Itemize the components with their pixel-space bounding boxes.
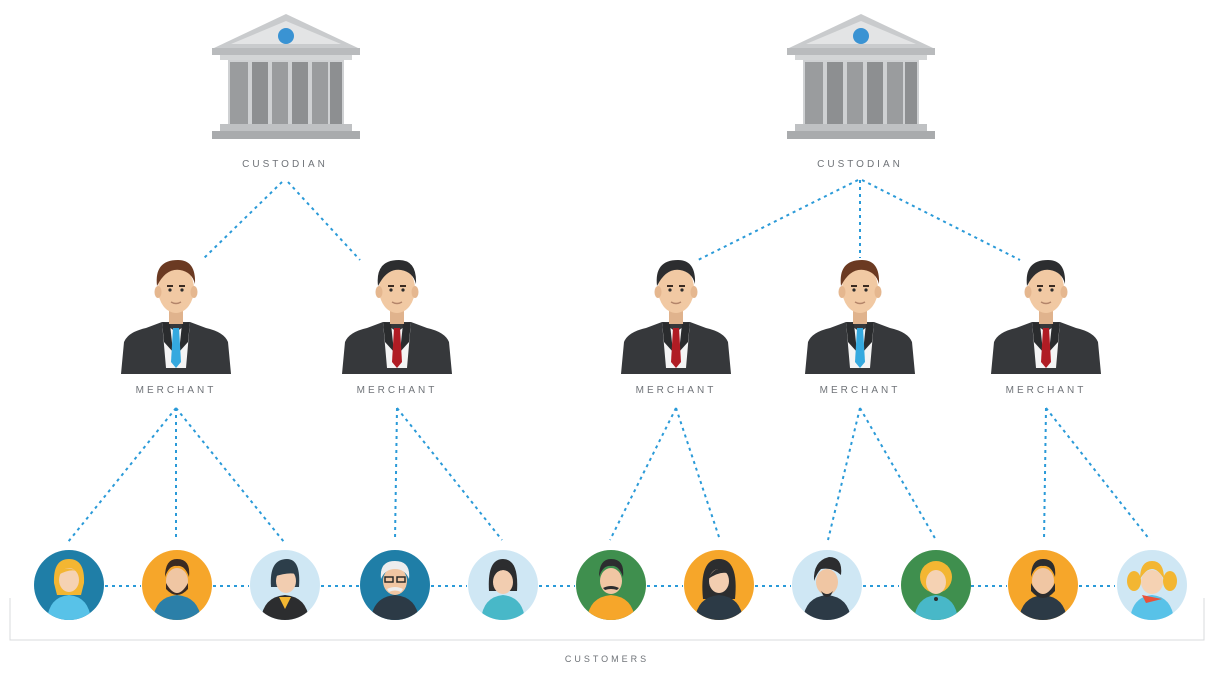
merchant-label-2: MERCHANT (356, 385, 438, 396)
customer-avatar-9 (901, 550, 971, 620)
connector-custodian2-merchant5 (861, 179, 1021, 261)
merchant-avatar-2 (341, 260, 453, 375)
connector-m1-c1 (67, 407, 177, 543)
connector-m3-c7 (675, 407, 721, 541)
merchant-label-4: MERCHANT (819, 385, 901, 396)
connector-m2-c5 (396, 407, 503, 541)
connector-m5-c11 (1045, 407, 1151, 541)
customer-avatar-6 (576, 550, 646, 620)
connector-custodian1-merchant1 (201, 181, 283, 261)
customer-avatar-8 (792, 550, 862, 620)
merchant-label-3: MERCHANT (635, 385, 717, 396)
bank-icon-right (787, 14, 935, 139)
merchant-label-1: MERCHANT (135, 385, 217, 396)
customer-avatar-10 (1008, 550, 1078, 620)
customer-avatar-11 (1117, 550, 1187, 620)
connector-custodian2-merchant3 (697, 179, 859, 261)
custodian-label-right: CUSTODIAN (817, 159, 903, 170)
merchant-avatar-1 (120, 260, 232, 375)
customers-label: CUSTOMERS (564, 654, 650, 664)
merchant-avatar-3 (620, 260, 732, 375)
custodian-label-left: CUSTODIAN (242, 159, 328, 170)
customers-bracket (9, 598, 1205, 641)
customer-avatar-1 (34, 550, 104, 620)
bank-icon-left (212, 14, 360, 139)
merchant-avatar-4 (804, 260, 916, 375)
merchant-avatar-5 (990, 260, 1102, 375)
connector-m1-c3 (175, 407, 285, 543)
customer-avatar-4 (360, 550, 430, 620)
customer-avatar-5 (468, 550, 538, 620)
customer-avatar-3 (250, 550, 320, 620)
merchant-label-5: MERCHANT (1005, 385, 1087, 396)
connector-m2-c4 (394, 407, 398, 541)
connector-m4-c9 (859, 407, 937, 541)
connector-m3-c6 (609, 407, 677, 541)
customer-avatar-2 (142, 550, 212, 620)
connector-custodian1-merchant2 (287, 181, 361, 261)
customer-avatar-7 (684, 550, 754, 620)
connector-m5-c10 (1043, 407, 1047, 541)
connectors (67, 179, 1151, 587)
connector-m4-c8 (827, 407, 861, 541)
